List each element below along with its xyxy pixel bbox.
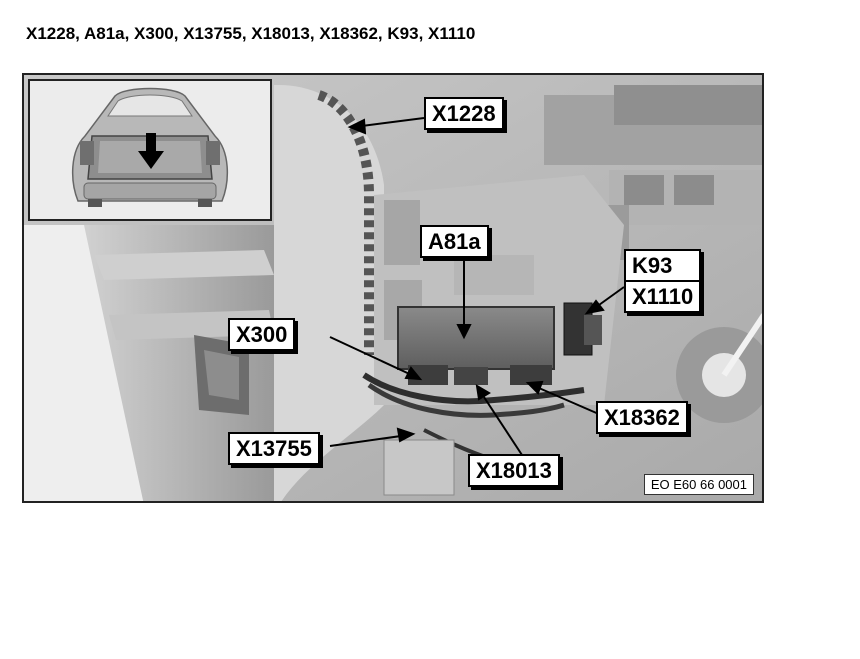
callout-k93: K93 bbox=[632, 253, 673, 278]
reference-code: EO E60 66 0001 bbox=[643, 474, 754, 495]
callout-x300: X300 bbox=[228, 318, 296, 351]
callout-x1228: X1228 bbox=[424, 97, 504, 130]
callout-x18013: X18013 bbox=[468, 454, 560, 487]
page-title: X1228, A81a, X300, X13755, X18013, X1836… bbox=[26, 24, 476, 43]
down-arrow-icon bbox=[138, 133, 164, 169]
callout-a81a: A81a bbox=[420, 225, 489, 258]
vehicle-overview-inset bbox=[28, 79, 272, 221]
callout-x1110: X1110 bbox=[626, 280, 700, 311]
callout-k93-x1110: K93 X1110 bbox=[624, 249, 702, 313]
callout-x18362: X18362 bbox=[596, 401, 688, 434]
component-location-figure: X1228 A81a K93 X1110 X300 X18362 X13755 … bbox=[22, 73, 764, 503]
callout-x13755: X13755 bbox=[228, 432, 320, 465]
